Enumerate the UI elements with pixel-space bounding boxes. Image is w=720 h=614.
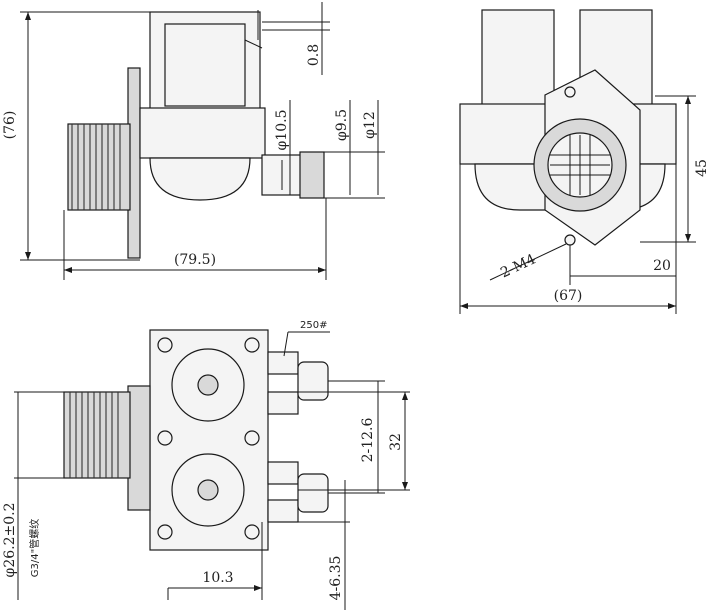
terminal-4 [267, 499, 299, 523]
front-view: 45 20 2-M4 (67) [459, 9, 710, 314]
coil-left [481, 9, 555, 106]
dim-overall-height: (76) [2, 111, 18, 140]
thread-lines [71, 124, 121, 210]
dim-height-45: 45 [694, 159, 710, 177]
outlet-upper [297, 361, 329, 401]
dim-outlet-d2: φ9.5 [334, 109, 350, 141]
dim-outlet-d1: φ10.5 [274, 110, 290, 151]
label-thread-spec: G3/4"管螺纹 [28, 519, 41, 577]
coil-body [164, 23, 246, 107]
label-terminal-code: 250# [300, 320, 327, 331]
top-view: 250# 2-12.6 32 φ26.2±0.2 G3/4"管螺纹 10.3 4… [2, 320, 410, 610]
dim-offset-10-3: 10.3 [202, 570, 233, 586]
screen-mesh [550, 135, 610, 195]
dim-terminal-pitch: 4-6.35 [328, 556, 344, 601]
dim-screw-spec: 2-M4 [498, 251, 538, 281]
outlet-nozzle [299, 151, 325, 199]
dim-terminal-thickness: 0.8 [306, 44, 322, 66]
dim-width-67: (67) [554, 288, 583, 304]
valve-bowl [149, 157, 251, 201]
dim-outlet-pitch: 2-12.6 [360, 418, 376, 463]
side-view: (76) (79.5) 0.8 φ10.5 φ9.5 φ12 [2, 2, 385, 280]
dim-spacing-20: 20 [653, 258, 671, 274]
top-thread [63, 391, 131, 479]
terminal-1 [267, 351, 299, 375]
dim-outlet-span: 32 [388, 433, 404, 451]
dim-thread-diameter: φ26.2±0.2 [2, 503, 18, 578]
top-thread-lines [69, 392, 119, 478]
terminal-3 [267, 461, 299, 485]
inlet-thread [67, 123, 131, 211]
top-flange [127, 385, 151, 511]
valve-body [139, 107, 266, 159]
terminal-2 [267, 391, 299, 415]
outlet-lower [297, 473, 329, 513]
dim-outlet-d3: φ12 [362, 111, 378, 139]
dim-overall-length: (79.5) [174, 252, 216, 268]
